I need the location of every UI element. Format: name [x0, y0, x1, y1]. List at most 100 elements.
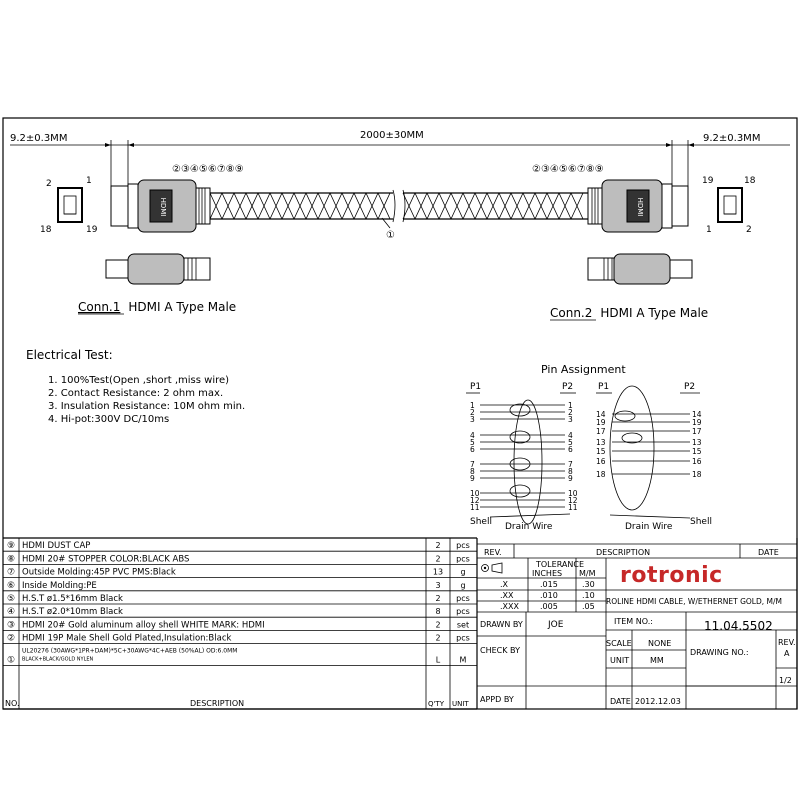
conn2-pin-19: 19: [702, 176, 714, 186]
pin-p1-left: P1: [470, 382, 481, 392]
tol-mm: .05: [582, 602, 595, 611]
pin-left-p1-12: 12: [470, 496, 480, 505]
tb-rev-value: A: [784, 649, 790, 658]
bom-row-desc: H.S.T ø1.5*16mm Black: [22, 594, 123, 604]
tb-unit-label: UNIT: [610, 656, 629, 665]
conn1-face-view: [57, 187, 83, 223]
tb-date-label: DATE: [610, 697, 631, 706]
bom-row-unit: pcs: [456, 634, 470, 643]
pin-left-p1-1: 1: [470, 401, 475, 410]
pin-right-p1-16: 16: [596, 457, 606, 466]
bom-row-qty: 2: [435, 620, 440, 629]
bom-row-no: ⑨: [7, 541, 15, 551]
bom-row-qty: 2: [435, 634, 440, 643]
pin-assignment-title: Pin Assignment: [541, 363, 626, 376]
bom-row-qty: L: [436, 656, 441, 665]
bom-row-qty: 3: [435, 581, 440, 590]
pin-p1-right: P1: [598, 382, 609, 392]
bom-table: [3, 537, 478, 710]
pin-left-p2-3: 3: [568, 415, 573, 424]
pin-left-p2-1: 1: [568, 401, 573, 410]
electrical-item-3: 3. Insulation Resistance: 10M ohm min.: [48, 401, 245, 412]
tb-sheet: 1/2: [779, 676, 792, 685]
bom-row-qty: 2: [435, 554, 440, 563]
tb-appd-by: APPD BY: [480, 695, 514, 704]
tol-precision: .X: [500, 580, 509, 589]
tb-rev-header: REV.: [484, 548, 502, 557]
bom-row-desc: HDMI 20# STOPPER COLOR:BLACK ABS: [22, 554, 189, 564]
bom-row-no: ⑦: [7, 568, 15, 578]
pin-right-p2-17: 17: [692, 427, 702, 436]
brand-logo: rotronic: [620, 563, 723, 588]
bom-header-qty: Q'TY: [428, 700, 445, 708]
conn2-callout-numbers: ②③④⑤⑥⑦⑧⑨: [532, 164, 604, 175]
tb-item-no-label: ITEM NO.:: [614, 617, 653, 626]
tb-inches: INCHES: [532, 569, 562, 578]
left-pin-dimension: 9.2±0.3MM: [10, 133, 67, 144]
bom-row-unit: g: [460, 568, 465, 577]
pin-right-p1-18: 18: [596, 470, 606, 479]
pin-left-p2-9: 9: [568, 474, 573, 483]
bom-row-no: ④: [7, 607, 15, 617]
bom-row-unit: pcs: [456, 594, 470, 603]
conn2-side-view: [587, 179, 689, 233]
bom-row-qty: 8: [435, 607, 440, 616]
bom-row-unit: pcs: [456, 607, 470, 616]
pin-left-p2-11: 11: [568, 503, 578, 512]
electrical-item-4: 4. Hi-pot:300V DC/10ms: [48, 414, 169, 425]
pin-twisted-pairs: [509, 385, 655, 525]
cable-body: [209, 189, 588, 223]
tol-precision: .XX: [500, 591, 514, 600]
bom-row-desc: UL20276 (30AWG*1PR+DAM)*5C+30AWG*4C+AEB …: [22, 648, 237, 655]
bom-row-unit: set: [457, 620, 469, 629]
pin-left-p1-6: 6: [470, 445, 475, 454]
bom-row-qty: 2: [435, 541, 440, 550]
conn2-top-view: [587, 253, 693, 285]
conn2-face-view: [717, 187, 743, 223]
tb-description-header: DESCRIPTION: [596, 548, 650, 557]
pin-left-p2-5: 5: [568, 438, 573, 447]
tb-drawing-no-label: DRAWING NO.:: [690, 648, 749, 657]
bom-row-desc: H.S.T ø2.0*10mm Black: [22, 607, 123, 617]
pin-left-p1-8: 8: [470, 467, 475, 476]
pin-right-p2-18: 18: [692, 470, 702, 479]
bom-row-desc: HDMI 20# Gold aluminum alloy shell WHITE…: [22, 620, 265, 630]
conn1-callout-numbers: ②③④⑤⑥⑦⑧⑨: [172, 164, 244, 175]
pin-shell-right: Shell: [690, 517, 712, 527]
pin-left-p2-7: 7: [568, 460, 573, 469]
pin-left-p1-2: 2: [470, 408, 475, 417]
tb-mm: M/M: [579, 569, 596, 578]
tb-date-header: DATE: [758, 548, 779, 557]
tol-inches: .015: [540, 580, 558, 589]
bom-row-no: ①: [7, 656, 15, 666]
conn1-pin-1: 1: [86, 176, 92, 186]
tol-inches: .005: [540, 602, 558, 611]
bom-row-no: ②: [7, 634, 15, 644]
pin-drain-right: Drain Wire: [625, 522, 673, 532]
pin-p2-left: P2: [562, 382, 573, 392]
pin-shell-left: Shell: [470, 517, 492, 527]
pin-right-p2-14: 14: [692, 410, 702, 419]
pin-left-p2-2: 2: [568, 408, 573, 417]
pin-left-p2-8: 8: [568, 467, 573, 476]
conn1-pin-18: 18: [40, 225, 52, 235]
bom-row-no: ⑧: [7, 554, 15, 564]
right-pin-dimension: 9.2±0.3MM: [703, 133, 760, 144]
pin-left-p1-10: 10: [470, 489, 480, 498]
bom-row-desc2: BLACK+BLACK/GOLD NYLEN: [22, 657, 94, 663]
conn2-logo: HDMI: [636, 198, 644, 217]
tb-tolerance: TOLERANCE: [535, 560, 584, 569]
pin-left-p1-3: 3: [470, 415, 475, 424]
pin-right-p2-19: 19: [692, 418, 702, 427]
tb-drawn-by-label: DRAWN BY: [480, 620, 523, 629]
pin-right-p2-13: 13: [692, 438, 702, 447]
bom-header-no: NO.: [5, 699, 20, 708]
pin-right-p2-16: 16: [692, 457, 702, 466]
tol-inches: .010: [540, 591, 558, 600]
bom-row-no: ⑤: [7, 594, 15, 604]
conn1-pin-19: 19: [86, 225, 98, 235]
